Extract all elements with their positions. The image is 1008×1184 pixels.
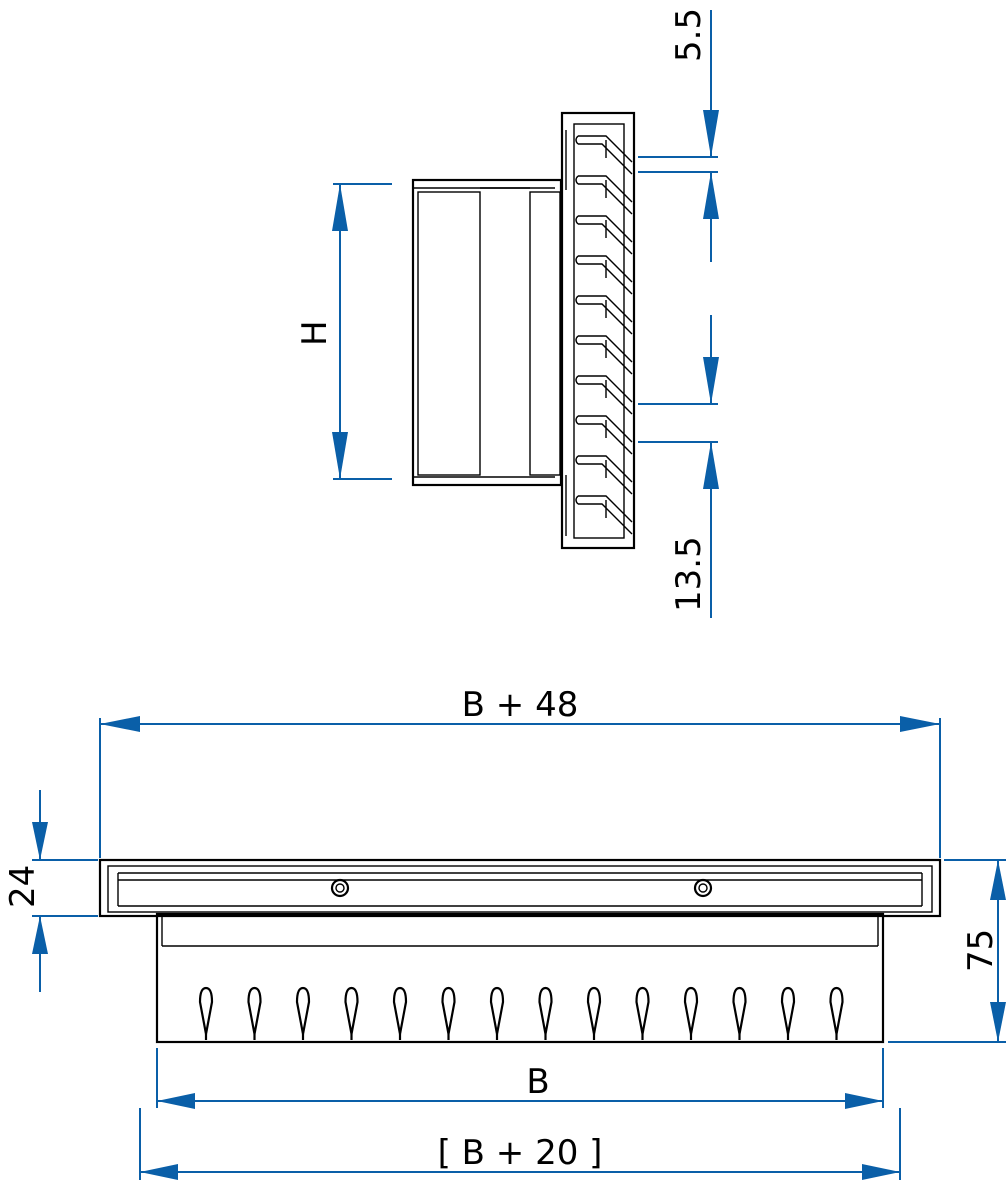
dim-height: H [295, 183, 392, 480]
screw-hole-right [693, 878, 713, 898]
duct-spigot-outer [411, 178, 563, 487]
fixing-clip [392, 986, 408, 1040]
front-flange-inner [107, 865, 933, 913]
dim-text-nominal-width: B [526, 1062, 549, 1102]
louver-blade [575, 295, 633, 335]
fixing-clips-front [198, 986, 844, 1040]
side-section-view [411, 111, 636, 550]
fixing-clip [538, 986, 553, 1040]
fixing-clip [295, 986, 311, 1040]
dim-slat-pitch: 5.5 [638, 8, 719, 262]
louver-blade [575, 495, 633, 535]
front-flange [98, 858, 942, 918]
screw-hole-right-inner [698, 883, 708, 893]
front-frame-inner [573, 123, 625, 539]
fixing-clip [829, 986, 844, 1040]
dim-text-height: H [295, 320, 335, 346]
dim-total-depth: 75 [888, 859, 1006, 1043]
louver-blade [575, 175, 633, 215]
louver-blade [575, 375, 633, 415]
dim-opening-width: [ B + 20 ] [139, 1108, 901, 1180]
fixing-clip [344, 986, 359, 1040]
dim-text-total-depth: 75 [961, 929, 1001, 972]
fixing-clip [635, 986, 650, 1040]
dim-text-opening-width: [ B + 20 ] [438, 1133, 603, 1173]
dim-text-slat-pitch: 5.5 [669, 8, 709, 62]
louver-blade [575, 455, 633, 495]
fixing-clip [780, 986, 796, 1040]
fixing-clip [586, 986, 602, 1040]
dim-text-overall-width: B + 48 [462, 685, 579, 725]
dim-overall-width: B + 48 [99, 685, 941, 858]
dim-text-frame-height: 24 [3, 865, 43, 908]
front-frame-outer [560, 111, 636, 550]
fixing-clip [489, 986, 505, 1040]
fixing-clip [683, 986, 699, 1040]
fixing-clip [732, 986, 747, 1040]
screw-hole-left-inner [335, 883, 345, 893]
fixing-clip [441, 986, 456, 1040]
damper-blade-left [417, 191, 481, 476]
front-elevation-view [98, 858, 942, 1044]
dim-nominal-width: B [156, 1048, 884, 1109]
fixing-clip [247, 986, 262, 1040]
louver-blade [575, 255, 633, 295]
louver-blade [575, 135, 633, 175]
fixing-clip [198, 986, 214, 1040]
damper-blade-right [529, 191, 561, 476]
louver-blade [575, 335, 633, 375]
louver-blade [575, 215, 633, 255]
louver-blade [575, 415, 633, 455]
dim-frame-height: 24 [3, 790, 98, 992]
louver-blades-side [575, 135, 633, 535]
screw-hole-left [330, 878, 350, 898]
dim-text-depth-offset: 13.5 [669, 536, 709, 612]
duct-body [155, 912, 885, 1044]
dim-depth-offset: 13.5 [638, 315, 719, 618]
